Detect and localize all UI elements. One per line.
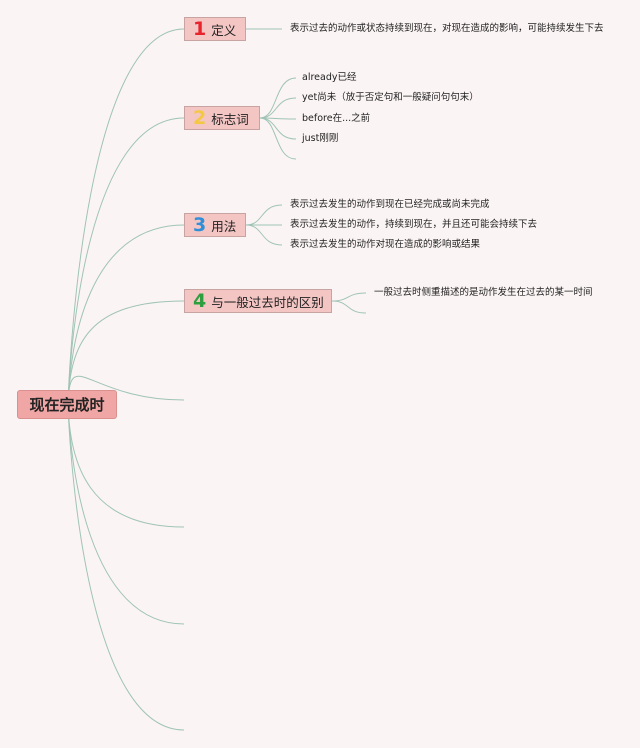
branch-number: 2 — [193, 106, 207, 129]
leaf-connector — [259, 77, 297, 119]
root-topic-label: 现在完成时 — [29, 396, 105, 414]
leaf-connector — [259, 117, 297, 160]
leaf-connector — [331, 292, 367, 302]
branch-definition[interactable]: 1 定义 — [184, 17, 246, 41]
leaf-signal-word[interactable]: yet尚未（放于否定句和一般疑问句句末） — [302, 92, 479, 103]
branch-number: 1 — [193, 17, 207, 40]
root-connector — [67, 28, 185, 405]
leaf-definition[interactable]: 表示过去的动作或状态持续到现在，对现在造成的影响，可能持续发生下去 — [290, 23, 604, 34]
leaf-difference[interactable]: 一般过去时侧重描述的是动作发生在过去的某一时间 — [374, 287, 593, 298]
root-connector — [67, 403, 185, 625]
root-topic[interactable]: 现在完成时 — [17, 390, 117, 419]
leaf-usage[interactable]: 表示过去发生的动作到现在已经完成或尚未完成 — [290, 199, 490, 210]
root-connector — [67, 117, 185, 405]
branch-label: 与一般过去时的区别 — [211, 294, 324, 310]
branch-label: 用法 — [211, 218, 237, 234]
root-connector — [67, 300, 185, 405]
leaf-signal-word[interactable]: just刚刚 — [302, 133, 339, 144]
branch-usage[interactable]: 3 用法 — [184, 213, 246, 237]
root-connector — [67, 403, 185, 528]
leaf-connector — [259, 97, 297, 119]
leaf-usage[interactable]: 表示过去发生的动作对现在造成的影响或结果 — [290, 239, 481, 250]
root-connector — [67, 403, 185, 731]
leaf-connector — [245, 204, 283, 226]
branch-signal-words[interactable]: 2 标志词 — [184, 106, 260, 130]
leaf-signal-word[interactable]: before在...之前 — [302, 113, 371, 124]
leaf-signal-word[interactable]: already已经 — [302, 72, 357, 83]
leaf-usage[interactable]: 表示过去发生的动作，持续到现在，并且还可能会持续下去 — [290, 219, 538, 230]
branch-number: 4 — [193, 289, 207, 312]
branch-difference[interactable]: 4 与一般过去时的区别 — [184, 289, 332, 313]
root-connector — [67, 375, 185, 405]
leaf-connector — [331, 300, 367, 314]
leaf-connector — [259, 117, 297, 140]
branch-label: 标志词 — [211, 111, 249, 127]
branch-number: 3 — [193, 213, 207, 236]
branch-label: 定义 — [211, 22, 237, 38]
leaf-connector — [245, 224, 283, 246]
